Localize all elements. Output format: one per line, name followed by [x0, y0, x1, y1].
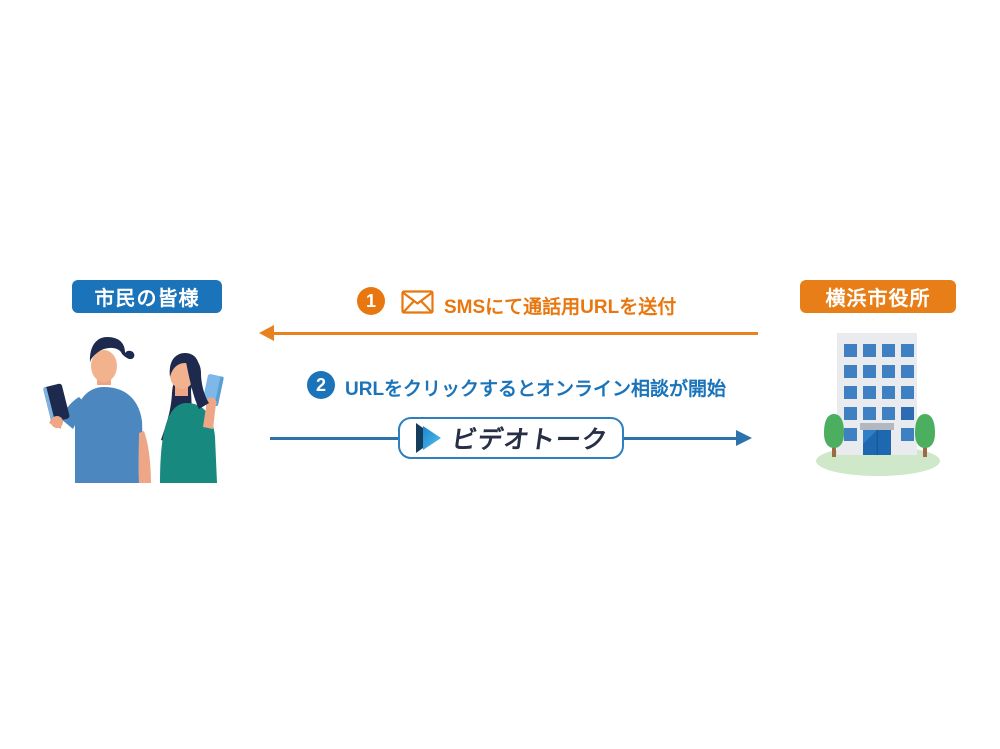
- consultation-arrowhead-right: [736, 430, 752, 446]
- step2-number-badge: 2: [307, 371, 335, 399]
- step1-text: SMSにて通話用URLを送付: [444, 297, 677, 318]
- videotalk-logo-text: ビデオトーク: [449, 426, 610, 454]
- citizens-illustration: [43, 337, 224, 483]
- tree-icon-left: [824, 414, 844, 457]
- step2-text: URLをクリックするとオンライン相談が開始: [345, 379, 727, 400]
- cityhall-label: 横浜市役所: [800, 280, 956, 313]
- step1-number-badge: 1: [357, 287, 385, 315]
- sms-arrowhead-left: [259, 325, 274, 341]
- play-icon: [415, 423, 441, 453]
- envelope-icon: [401, 290, 434, 314]
- tree-icon-right: [915, 414, 935, 457]
- person-woman-icon: [160, 353, 224, 483]
- building-icon: [837, 333, 917, 455]
- sms-arrow-shaft: [272, 332, 758, 335]
- door-lintel: [860, 423, 894, 430]
- citizens-label: 市民の皆様: [72, 280, 222, 313]
- person-man-icon: [43, 337, 151, 483]
- videotalk-logo: ビデオトーク: [398, 417, 624, 459]
- cityhall-illustration: [816, 333, 940, 476]
